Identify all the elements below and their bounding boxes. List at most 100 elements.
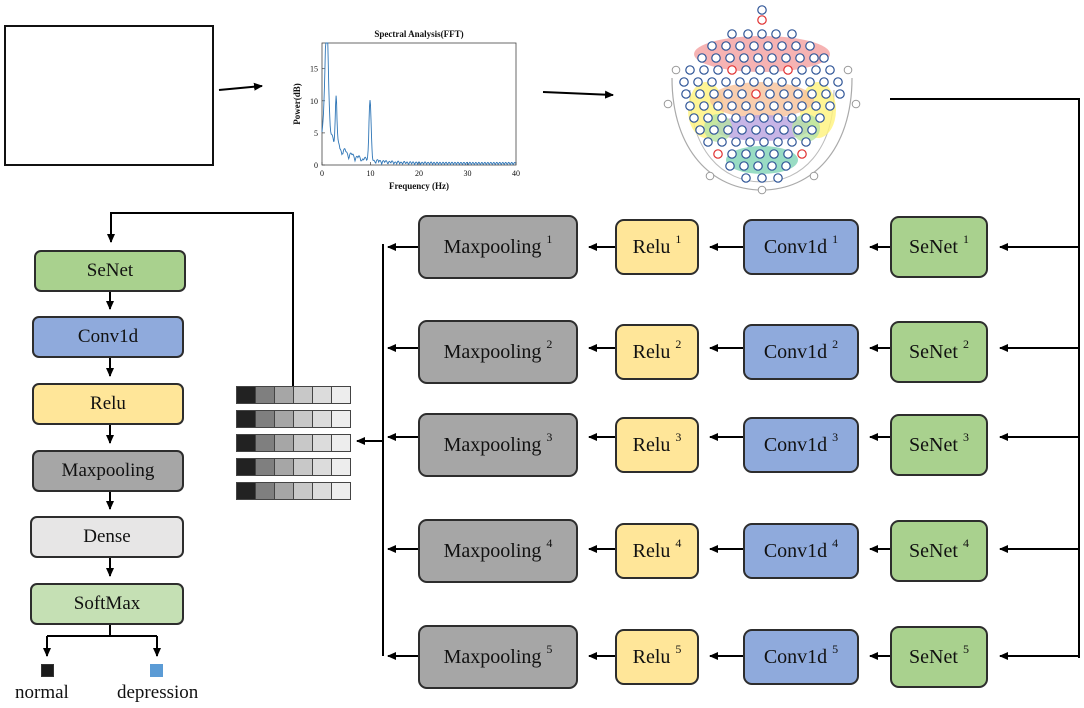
- branch-1-maxpooling-box: Maxpooling 1: [418, 215, 578, 279]
- spectrum-title: Spectral Analysis(FFT): [374, 29, 463, 39]
- electrode-marker: [767, 53, 777, 63]
- electrode-marker: [689, 113, 699, 123]
- electrode-marker: [825, 101, 835, 111]
- feature-cell: [236, 410, 256, 428]
- branch-1-conv1d-index: 1: [832, 231, 839, 246]
- branch-1-maxpooling-index: 1: [546, 231, 553, 246]
- spectrum-xlabel: Frequency (Hz): [389, 181, 449, 191]
- electrode-marker: [757, 15, 767, 25]
- electrode-marker: [773, 173, 783, 183]
- left-dense-label: Dense: [83, 526, 131, 547]
- spectrum-xtick-label: 10: [367, 169, 375, 178]
- electrode-marker: [739, 53, 749, 63]
- branch-3-relu-index: 3: [675, 429, 682, 444]
- electrode-marker: [737, 125, 747, 135]
- branch-1-maxpooling-label: Maxpooling: [443, 235, 542, 258]
- branch-4-conv1d-label: Conv1d: [763, 539, 828, 562]
- left-relu-label: Relu: [90, 393, 126, 414]
- feature-cell: [331, 410, 351, 428]
- feature-cell: [293, 482, 313, 500]
- reference-electrode: [809, 171, 819, 181]
- electrode-marker: [769, 149, 779, 159]
- electrode-marker: [735, 41, 745, 51]
- electrode-marker: [779, 89, 789, 99]
- right-bus-line: [890, 98, 1080, 658]
- left-conv1d-box: Conv1d: [32, 316, 184, 358]
- electrode-marker: [797, 149, 807, 159]
- feature-cell: [312, 482, 332, 500]
- electrode-marker: [781, 161, 791, 171]
- electrode-marker: [755, 65, 765, 75]
- electrode-marker: [723, 89, 733, 99]
- branch-4-maxpooling-label: Maxpooling: [443, 539, 542, 562]
- feature-cell: [255, 482, 275, 500]
- electrode-marker: [717, 137, 727, 147]
- electrode-marker: [771, 29, 781, 39]
- spectrum-ylabel: Power(dB): [292, 83, 302, 125]
- electrode-marker: [695, 89, 705, 99]
- electrode-marker: [737, 89, 747, 99]
- branch-3-maxpooling-label: Maxpooling: [443, 433, 542, 456]
- electrode-marker: [809, 53, 819, 63]
- electrode-marker: [777, 77, 787, 87]
- feature-cell: [236, 482, 256, 500]
- electrode-marker: [731, 137, 741, 147]
- electrode-marker: [811, 65, 821, 75]
- right-parietal-region: [792, 114, 820, 142]
- feature-cell: [255, 410, 275, 428]
- electrode-marker: [833, 77, 843, 87]
- electrode-marker: [723, 125, 733, 135]
- left-senet-box: SeNet: [34, 250, 186, 292]
- electrode-marker: [741, 101, 751, 111]
- electrode-marker: [783, 101, 793, 111]
- feature-cell: [312, 458, 332, 476]
- left-maxpooling-box: Maxpooling: [32, 450, 184, 492]
- electrode-marker: [703, 113, 713, 123]
- electrode-marker: [765, 125, 775, 135]
- electrode-marker: [685, 65, 695, 75]
- feature-cell: [331, 482, 351, 500]
- branch-4-senet-index: 4: [962, 535, 969, 550]
- electrode-marker: [819, 53, 829, 63]
- electrode-marker: [793, 125, 803, 135]
- electrode-marker: [815, 113, 825, 123]
- branch-5-relu-index: 5: [675, 641, 682, 656]
- electrode-marker: [825, 65, 835, 75]
- electrode-marker: [757, 173, 767, 183]
- spectrum-ytick-label: 5: [314, 129, 318, 138]
- electrode-marker: [769, 101, 779, 111]
- branch-5-conv1d-index: 5: [832, 641, 839, 656]
- feature-cell: [331, 434, 351, 452]
- electrode-marker: [805, 41, 815, 51]
- branch-1-conv1d-label: Conv1d: [763, 235, 828, 258]
- feature-cell: [274, 458, 294, 476]
- branch-1-senet-label: SeNet: [909, 235, 958, 258]
- feature-cell: [312, 410, 332, 428]
- electrode-marker: [741, 65, 751, 75]
- electrode-marker: [797, 101, 807, 111]
- electrode-marker: [711, 53, 721, 63]
- left-relu-box: Relu: [32, 383, 184, 425]
- feature-cell: [293, 458, 313, 476]
- depression-output-label: depression: [117, 682, 199, 703]
- branch-2-conv1d-index: 2: [832, 336, 839, 351]
- spectrum-ytick-label: 0: [314, 161, 318, 170]
- electrode-marker: [765, 89, 775, 99]
- electrode-marker: [721, 41, 731, 51]
- electrode-marker: [703, 137, 713, 147]
- branch-2-senet-label: SeNet: [909, 340, 958, 363]
- branch-4-conv1d-index: 4: [832, 535, 839, 550]
- spectrum-xtick-label: 0: [320, 169, 324, 178]
- electrode-marker: [755, 101, 765, 111]
- feature-cell: [274, 482, 294, 500]
